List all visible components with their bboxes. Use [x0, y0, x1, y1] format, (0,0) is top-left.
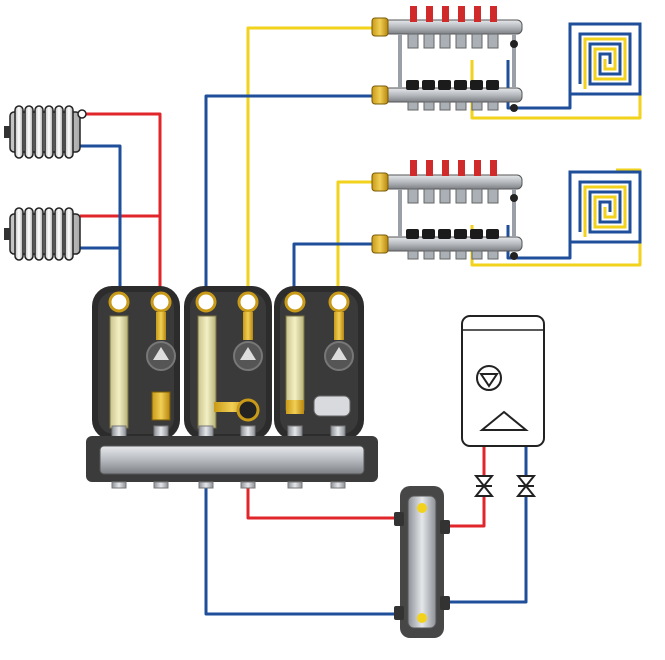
pump-group-mixing	[184, 286, 272, 440]
thermometer-icon	[150, 291, 172, 313]
floor-supply-pipe-lower	[336, 180, 378, 300]
distribution-header	[86, 436, 378, 489]
floor-loop-pipe-upper-return	[506, 60, 572, 110]
manifold-upper	[371, 6, 523, 112]
air-vent-icon	[417, 503, 427, 513]
underfloor-loop-lower	[568, 170, 642, 244]
valve-cap-row-lower	[406, 229, 499, 239]
separator-to-boiler-return-pipe	[444, 446, 528, 604]
boiler-pump-icon	[476, 365, 502, 391]
mixing-valve-icon	[236, 398, 260, 422]
hydraulic-separator	[394, 486, 450, 638]
flow-meter-row-upper	[410, 6, 497, 22]
pump-group-direct	[92, 286, 180, 440]
underfloor-loop-upper	[568, 22, 642, 96]
manifold-lower	[371, 160, 523, 260]
floor-return-pipe-upper	[204, 94, 378, 300]
boiler-valve-left	[473, 475, 495, 497]
radiator-supply-pipe-upper	[80, 112, 162, 300]
floor-return-pipe-lower	[292, 242, 378, 300]
flow-meter-row-lower	[410, 160, 497, 176]
valve-cap-row-upper	[406, 80, 499, 90]
radiator-upper	[4, 105, 87, 159]
radiator-lower	[4, 207, 81, 261]
separator-to-header-return-pipe	[204, 488, 400, 616]
burner-icon	[479, 410, 529, 431]
wall-hung-boiler	[461, 315, 545, 447]
radiator-return-pipe-upper	[80, 144, 122, 300]
drain-valve-icon	[510, 40, 518, 48]
thermometer-icon	[108, 291, 130, 313]
radiator-valve-icon	[77, 109, 87, 119]
pump-group-thermostatic	[274, 286, 364, 440]
floor-supply-pipe-upper	[246, 26, 378, 300]
boiler-valve-right	[515, 475, 537, 497]
header-to-separator-hot-pipe	[246, 488, 400, 520]
boiler-to-separator-hot-pipe	[444, 446, 486, 528]
thermostatic-valve-icon	[313, 395, 351, 417]
